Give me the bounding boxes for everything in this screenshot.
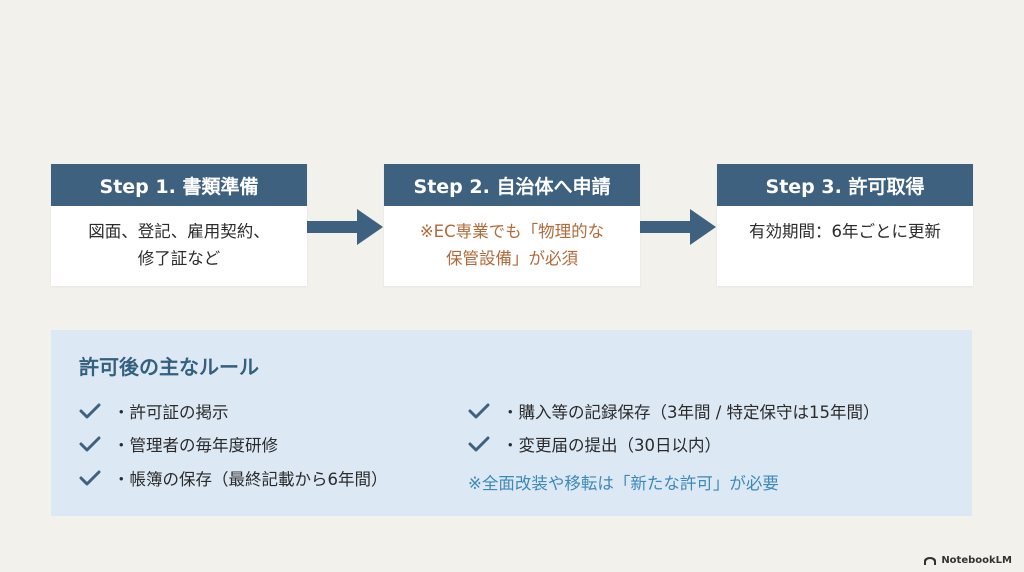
rules-title: 許可後の主なルール [79, 355, 259, 379]
rule-text: ・購入等の記録保存（3年間 / 特定保守は15年間） [502, 403, 880, 422]
notebooklm-brand: NotebookLM [923, 555, 1012, 566]
step-1-line-2: 修了証など [137, 249, 221, 268]
step-1-line-1: 図面、登記、雇用契約、 [88, 222, 270, 241]
rule-item: ・帳簿の保存（最終記載から6年間） [79, 466, 388, 490]
rule-text: ・帳簿の保存（最終記載から6年間） [113, 470, 388, 489]
rule-item: ・変更届の提出（30日以内） [468, 432, 721, 456]
arrow-right-icon [640, 209, 716, 245]
checkmark-icon [79, 470, 101, 486]
arrow-right-icon [307, 209, 383, 245]
step-1-title: Step 1. 書類準備 [51, 164, 307, 206]
step-3-line-1: 有効期間：6年ごとに更新 [749, 222, 941, 241]
step-2-description: ※EC専業でも「物理的な 保管設備」が必須 [384, 206, 640, 272]
step-3-card: Step 3. 許可取得 有効期間：6年ごとに更新 [717, 164, 973, 286]
rule-item: ・購入等の記録保存（3年間 / 特定保守は15年間） [468, 399, 880, 423]
step-2-line-2: 保管設備」が必須 [446, 249, 578, 268]
step-2-card: Step 2. 自治体へ申請 ※EC専業でも「物理的な 保管設備」が必須 [384, 164, 640, 286]
step-2-line-1: ※EC専業でも「物理的な [419, 222, 605, 241]
rule-text: ・管理者の毎年度研修 [113, 436, 278, 455]
checkmark-icon [468, 436, 490, 452]
step-1-description: 図面、登記、雇用契約、 修了証など [51, 206, 307, 272]
checkmark-icon [79, 403, 101, 419]
step-3-description: 有効期間：6年ごとに更新 [717, 206, 973, 245]
rules-panel: 許可後の主なルール ・許可証の掲示 ・管理者の毎年度研修 ・帳簿の保存（最終記載… [51, 330, 972, 516]
step-3-title: Step 3. 許可取得 [717, 164, 973, 206]
checkmark-icon [468, 403, 490, 419]
brand-name: NotebookLM [941, 555, 1012, 566]
step-1-card: Step 1. 書類準備 図面、登記、雇用契約、 修了証など [51, 164, 307, 286]
rule-text: ・許可証の掲示 [113, 403, 229, 422]
rule-text: ・変更届の提出（30日以内） [502, 436, 721, 455]
notebooklm-logo-icon [924, 556, 937, 565]
rule-item: ・許可証の掲示 [79, 399, 229, 423]
rule-item: ・管理者の毎年度研修 [79, 432, 278, 456]
step-2-title: Step 2. 自治体へ申請 [384, 164, 640, 206]
rules-note: ※全面改装や移転は「新たな許可」が必要 [468, 474, 779, 493]
checkmark-icon [79, 436, 101, 452]
